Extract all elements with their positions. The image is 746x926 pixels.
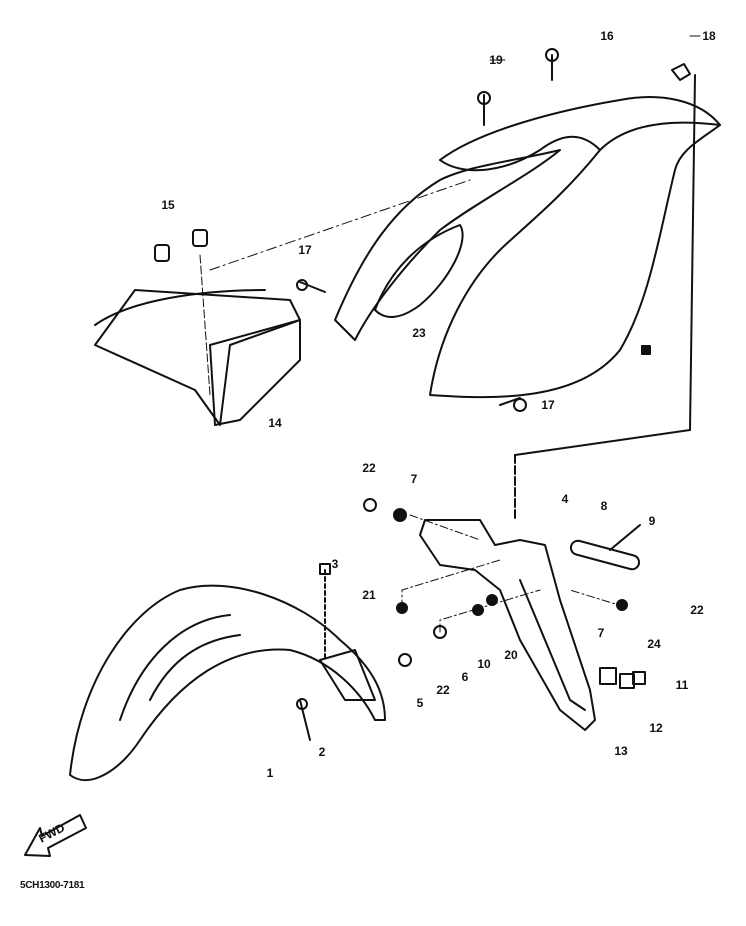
callout-22[interactable]: 22 <box>436 683 450 697</box>
part-1-front-fender <box>69 563 386 781</box>
callout-9[interactable]: 9 <box>648 514 656 528</box>
part-4-license-bracket <box>363 74 696 731</box>
callout-6[interactable]: 6 <box>461 670 469 684</box>
callout-23[interactable]: 23 <box>412 326 426 340</box>
callout-12[interactable]: 12 <box>649 721 663 735</box>
callout-5[interactable]: 5 <box>416 696 424 710</box>
callout-4[interactable]: 4 <box>561 492 569 506</box>
callout-16[interactable]: 16 <box>600 29 614 43</box>
callout-15[interactable]: 15 <box>161 198 175 212</box>
callout-10[interactable]: 10 <box>477 657 491 671</box>
fwd-arrow <box>24 814 87 857</box>
callout-21[interactable]: 21 <box>362 588 376 602</box>
callout-17[interactable]: 17 <box>298 243 312 257</box>
part-16-rear-fender <box>334 96 721 399</box>
callout-20[interactable]: 20 <box>504 648 518 662</box>
callout-1[interactable]: 1 <box>266 766 274 780</box>
callout-22[interactable]: 22 <box>690 603 704 617</box>
callout-14[interactable]: 14 <box>268 416 282 430</box>
drawing-code: 5CH1300-7181 <box>20 880 85 891</box>
bolts <box>296 48 691 412</box>
part-14-taillight <box>94 229 301 426</box>
callout-18[interactable]: 18 <box>702 29 716 43</box>
callout-13[interactable]: 13 <box>614 744 628 758</box>
leader-lines <box>199 35 701 633</box>
callout-7[interactable]: 7 <box>410 472 418 486</box>
callout-22[interactable]: 22 <box>362 461 376 475</box>
callout-19[interactable]: 19 <box>489 53 503 67</box>
callout-11[interactable]: 11 <box>675 678 689 692</box>
callout-3[interactable]: 3 <box>331 557 339 571</box>
callout-17[interactable]: 17 <box>541 398 555 412</box>
callout-8[interactable]: 8 <box>600 499 608 513</box>
callout-24[interactable]: 24 <box>647 637 661 651</box>
callout-7[interactable]: 7 <box>597 626 605 640</box>
callout-2[interactable]: 2 <box>318 745 326 759</box>
